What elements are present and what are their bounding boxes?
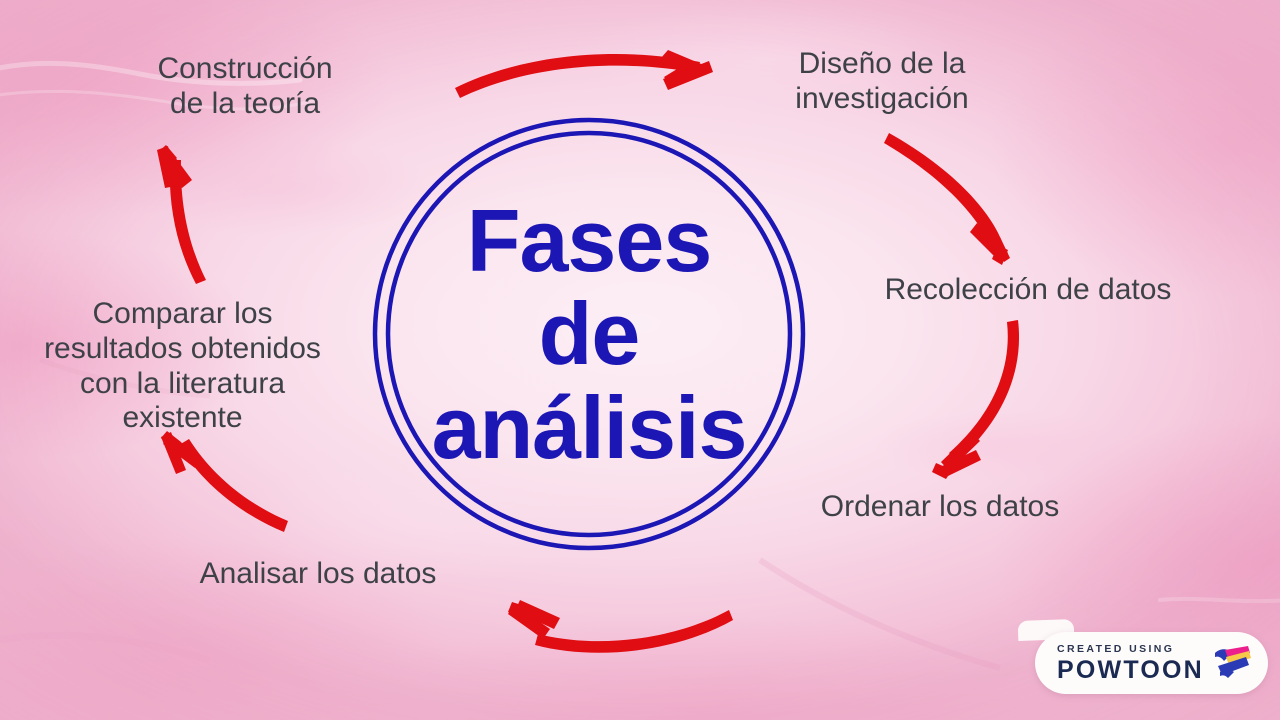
step-label-comparar: Comparar los resultados obtenidos con la… (44, 297, 321, 435)
step-label-analisar: Analisar los datos (199, 557, 437, 590)
title-line-2: de (538, 284, 641, 384)
powtoon-logo-icon (1212, 644, 1252, 682)
center-title: Fases de análisis (372, 117, 806, 551)
inner-ring (385, 130, 793, 538)
center-circle: Fases de análisis (372, 117, 806, 551)
arrow-bottom-shaft (508, 600, 733, 653)
step-label-recoleccion: Recolección de datos (884, 273, 1172, 306)
arrow-upper-left-shaft (157, 145, 206, 284)
title-line-1: Fases (466, 191, 713, 291)
step-label-diseno: Diseño de la investigación (795, 47, 969, 115)
arrow-lower-left-shaft (161, 431, 288, 532)
powtoon-badge-text: CREATED USING POWTOON (1057, 643, 1204, 683)
outer-ring (372, 117, 806, 551)
powtoon-wordmark: POWTOON (1057, 656, 1204, 684)
arrow-lower-right-shaft (932, 320, 1020, 479)
powtoon-created-using-label: CREATED USING (1057, 643, 1175, 655)
arrow-top-shaft (455, 50, 713, 98)
title-line-3: análisis (431, 377, 748, 477)
step-label-ordenar: Ordenar los datos (820, 490, 1060, 523)
powtoon-badge[interactable]: CREATED USING POWTOON (1035, 632, 1268, 694)
arrow-upper-right-shaft (884, 133, 1010, 265)
step-label-construccion: Construcción de la teoría (157, 52, 333, 120)
